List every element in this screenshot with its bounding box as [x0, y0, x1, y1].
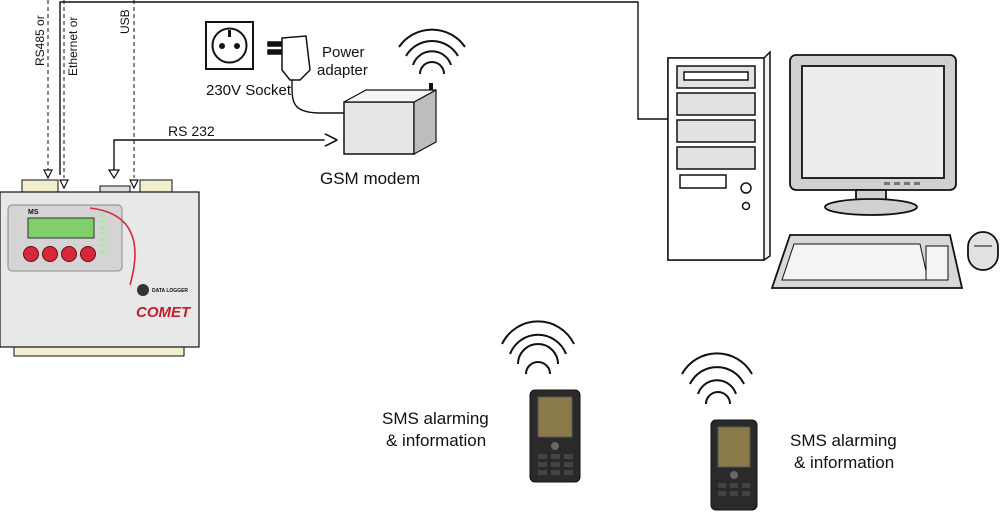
keyboard: [770, 234, 964, 289]
rs232-line: [113, 140, 336, 170]
power-cable: [291, 77, 344, 114]
logger-leds: [100, 214, 105, 253]
rs485-label: RS485 or: [33, 15, 47, 66]
rs232-label: RS 232: [168, 123, 215, 139]
gsm-modem: [343, 88, 437, 156]
logger-button-1: [23, 246, 39, 262]
wall-socket: [205, 21, 254, 70]
logger-button-4: [80, 246, 96, 262]
logger-red-arc: [89, 207, 136, 286]
logger-button-2: [42, 246, 58, 262]
power-adapter: [267, 35, 311, 81]
sms-left-label-line2: & information: [386, 431, 486, 450]
data-logger: MS DATA LOGGER COMET: [0, 179, 200, 357]
port-arrows: [43, 169, 139, 190]
mobile-phone-left: [529, 389, 581, 483]
socket-label: 230V Socket: [206, 82, 292, 99]
logger-display: [27, 217, 95, 239]
sms-right-label-line2: & information: [794, 453, 894, 472]
ms-logo-badge: [137, 284, 149, 296]
sms-left-label-line1: SMS alarming: [382, 409, 489, 428]
comet-logo: COMET: [136, 304, 192, 321]
power-adapter-label-line1: Power: [322, 44, 365, 61]
pc-tower: [667, 50, 771, 261]
brand-badge: MS: [28, 209, 39, 216]
usb-label: USB: [118, 9, 132, 34]
sms-right-label-line1: SMS alarming: [790, 431, 897, 450]
ethernet-label: Ethernet or: [66, 17, 80, 76]
mobile-phone-right: [710, 419, 758, 511]
gsm-modem-label: GSM modem: [320, 169, 420, 188]
pc-link-line: [59, 1, 668, 175]
power-adapter-label-line2: adapter: [317, 62, 368, 79]
logger-buttons: [23, 246, 96, 262]
pc-monitor: [789, 54, 957, 216]
data-logger-text: DATA LOGGER: [152, 288, 188, 294]
phone-right-signal-icon: [681, 352, 753, 405]
mouse: [967, 231, 999, 271]
logger-button-3: [61, 246, 77, 262]
modem-signal-icon: [398, 28, 466, 75]
phone-left-signal-icon: [501, 320, 575, 375]
